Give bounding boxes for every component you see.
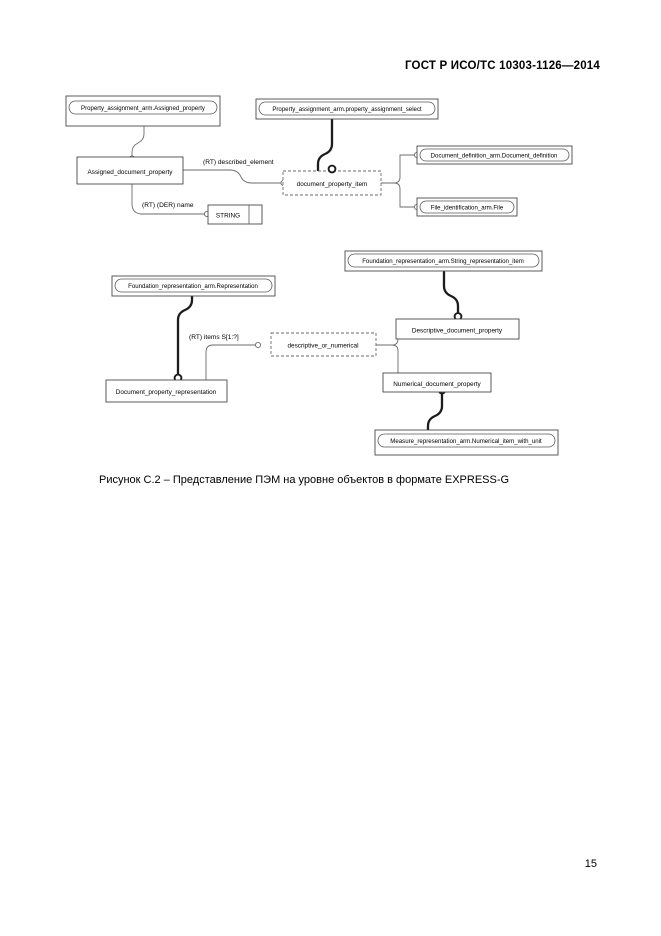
node-label: Assigned_document_property <box>88 169 174 176</box>
edge-selection-to-numerical <box>376 344 410 379</box>
supertype-circle <box>327 164 337 174</box>
node-label: Numerical_document_property <box>393 381 481 388</box>
edge-label-described-element: (RT) described_element <box>203 159 274 166</box>
node-label: Document_definition_arm.Document_definit… <box>431 153 558 160</box>
node-assigned-document-property[interactable]: Assigned_document_property <box>76 156 184 185</box>
node-property-assignment-arm-assigned-property[interactable]: Property_assignment_arm.Assigned_propert… <box>65 95 221 127</box>
document-header: ГОСТ Р ИСО/ТС 10303-1126—2014 <box>404 60 600 72</box>
edge-label-der-name: (RT) (DER) name <box>142 202 194 209</box>
figure-caption: Рисунок С.2 – Представление ПЭМ на уровн… <box>99 474 510 486</box>
node-label: Foundation_representation_arm.String_rep… <box>362 258 524 265</box>
node-property-assignment-arm-property-assignment-select[interactable]: Property_assignment_arm.property_assignm… <box>255 98 439 120</box>
edge-der-name <box>131 184 205 215</box>
node-label: Property_assignment_arm.property_assignm… <box>272 106 422 113</box>
edge-assigned-property-to-assigned-document-property <box>131 126 145 157</box>
node-measure-representation-arm-numerical-item-with-unit[interactable]: Measure_representation_arm.Numerical_ite… <box>374 429 559 456</box>
node-label: Descriptive_document_property <box>412 328 503 335</box>
edge-representation-to-document-property-representation <box>176 294 194 378</box>
node-document-definition-arm-document-definition[interactable]: Document_definition_arm.Document_definit… <box>416 145 573 165</box>
node-label: Measure_representation_arm.Numerical_ite… <box>390 438 542 445</box>
node-descriptive-document-property[interactable]: Descriptive_document_property <box>395 318 520 340</box>
edge-to-descriptive-document-property <box>442 270 460 316</box>
node-numerical-document-property[interactable]: Numerical_document_property <box>382 372 492 393</box>
edge-item-to-file <box>381 182 415 208</box>
node-foundation-representation-arm-string-representation-item[interactable]: Foundation_representation_arm.String_rep… <box>344 250 543 272</box>
node-label: STRING <box>216 213 240 220</box>
node-label: Property_assignment_arm.Assigned_propert… <box>81 105 206 112</box>
figure-express-g-diagram: Property_assignment_arm.Assigned_propert… <box>0 88 661 468</box>
edge-item-to-document-definition <box>381 154 415 184</box>
edge-select-to-document-property-item <box>316 116 334 178</box>
node-descriptive-or-numerical[interactable]: descriptive_or_numerical <box>270 332 377 357</box>
node-label: document_property_item <box>297 181 368 188</box>
edge-described-element <box>183 169 281 184</box>
node-label: File_identification_arm.File <box>431 205 504 212</box>
node-label: Document_property_representation <box>116 389 217 396</box>
node-document-property-item[interactable]: document_property_item <box>282 164 382 196</box>
page-number: 15 <box>584 858 597 870</box>
node-foundation-representation-arm-representation[interactable]: Foundation_representation_arm.Representa… <box>111 275 276 297</box>
edge-endpoint-circle <box>254 341 262 349</box>
node-string[interactable]: STRING <box>207 204 263 225</box>
node-file-identification-arm-file[interactable]: File_identification_arm.File <box>416 197 518 217</box>
node-document-property-representation[interactable]: Document_property_representation <box>105 379 228 403</box>
edge-label-items: (RT) items S[1:?] <box>189 334 239 341</box>
edge-numerical-to-measure <box>426 390 444 432</box>
node-label: descriptive_or_numerical <box>287 343 358 350</box>
edge-items <box>205 344 256 380</box>
node-label: Foundation_representation_arm.Representa… <box>128 283 258 290</box>
